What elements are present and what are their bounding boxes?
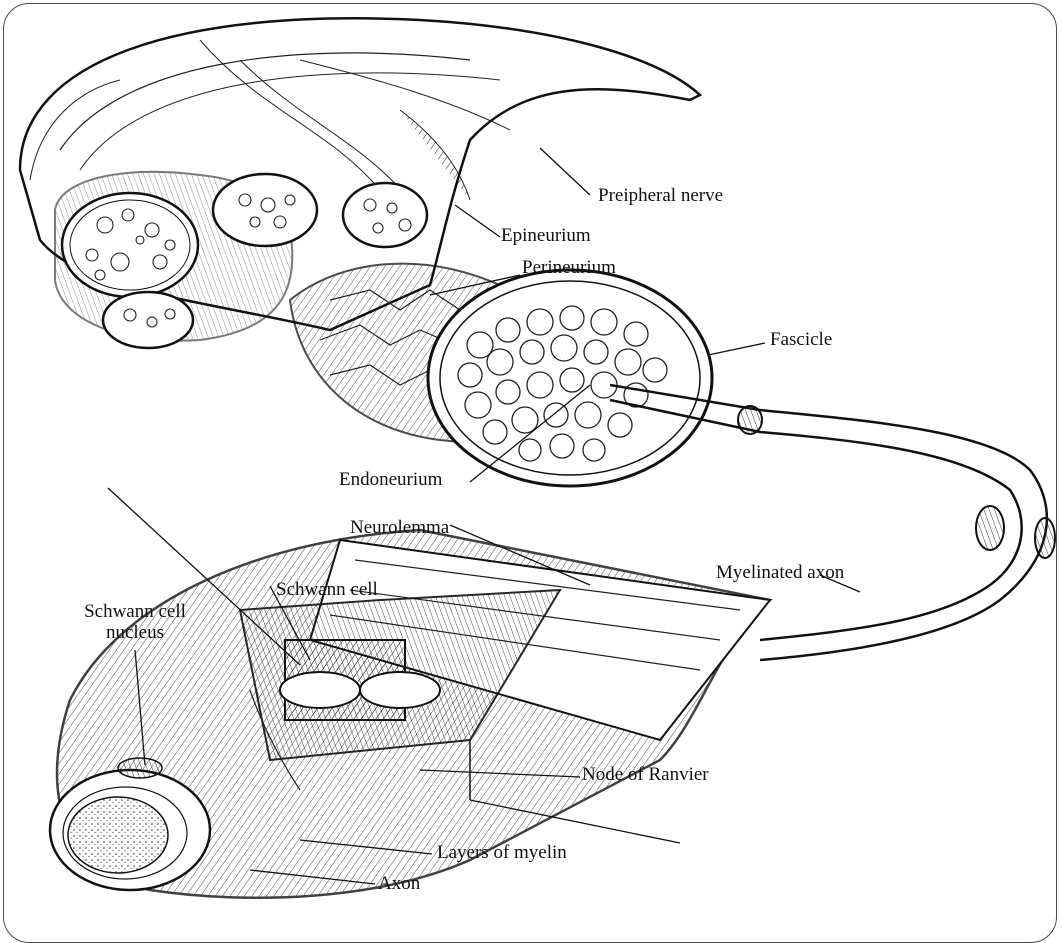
leader-epineurium bbox=[455, 205, 500, 237]
label-perineurium: Perineurium bbox=[522, 258, 616, 279]
label-peripheral-nerve: Preipheral nerve bbox=[598, 186, 723, 207]
label-myelinated-axon: Myelinated axon bbox=[716, 563, 844, 584]
fascicle-cylinder bbox=[290, 264, 712, 486]
label-endoneurium: Endoneurium bbox=[339, 470, 442, 491]
label-layers-of-myelin: Layers of myelin bbox=[437, 843, 567, 864]
label-node-of-ranvier: Node of Ranvier bbox=[582, 765, 709, 786]
peripheral-nerve-illustration bbox=[0, 0, 1062, 920]
label-schwann-cell-nucleus-line2: nucleus bbox=[70, 623, 200, 644]
label-neurolemma: Neurolemma bbox=[350, 518, 449, 539]
label-schwann-cell: Schwann cell bbox=[276, 580, 378, 601]
label-axon: Axon bbox=[378, 874, 420, 895]
leader-peripheral-nerve bbox=[540, 148, 590, 195]
axon-cutaway bbox=[50, 530, 770, 898]
label-fascicle: Fascicle bbox=[770, 330, 832, 351]
label-schwann-cell-nucleus: Schwann cell nucleus bbox=[70, 602, 200, 644]
label-schwann-cell-nucleus-line1: Schwann cell bbox=[70, 602, 200, 623]
label-epineurium: Epineurium bbox=[501, 226, 591, 247]
leader-fascicle bbox=[708, 343, 765, 355]
